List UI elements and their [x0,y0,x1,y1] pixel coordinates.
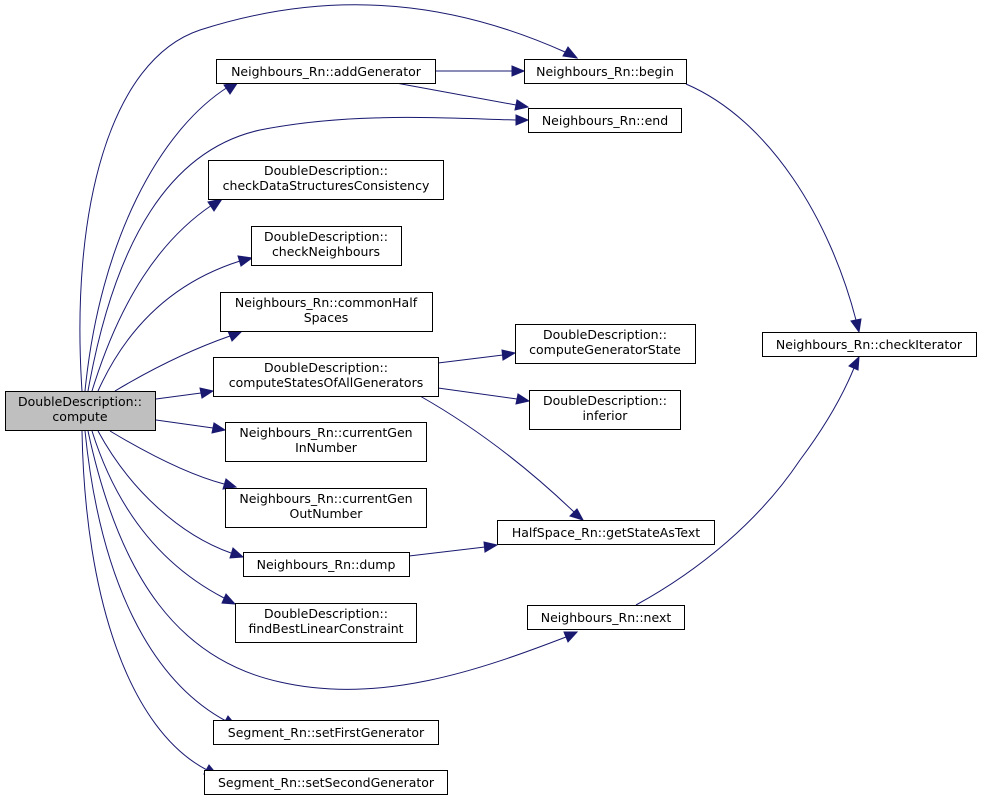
node-findBestLinearConstraint[interactable]: DoubleDescription:: findBestLinearConstr… [235,603,417,643]
node-computeStatesOfAllGenerators-label-2: computeStatesOfAllGenerators [229,375,423,390]
edge-compute-to-currentGenOutNumber [109,430,238,490]
node-getStateAsText-label: HalfSpace_Rn::getStateAsText [512,525,700,540]
node-checkIterator-label: Neighbours_Rn::checkIterator [776,337,963,352]
node-checkDataStructuresConsistency-label-2: checkDataStructuresConsistency [223,178,430,193]
edge-compute-to-currentGenInNumber [155,419,227,434]
node-currentGenInNumber-label-2: InNumber [295,440,358,455]
node-computeGeneratorState-label-1: DoubleDescription:: [543,327,667,342]
nodes: DoubleDescription:: compute Neighbours_R… [5,59,977,795]
node-checkDataStructuresConsistency[interactable]: DoubleDescription:: checkDataStructuresC… [208,160,444,200]
node-computeStatesOfAllGenerators[interactable]: DoubleDescription:: computeStatesOfAllGe… [213,357,439,397]
node-end-label: Neighbours_Rn::end [542,113,668,128]
node-end[interactable]: Neighbours_Rn::end [528,108,682,133]
node-checkIterator[interactable]: Neighbours_Rn::checkIterator [762,332,977,357]
node-dump[interactable]: Neighbours_Rn::dump [243,552,410,577]
node-findBestLinearConstraint-label-2: findBestLinearConstraint [248,621,403,636]
node-addGenerator[interactable]: Neighbours_Rn::addGenerator [216,59,436,84]
node-setSecondGenerator-label: Segment_Rn::setSecondGenerator [218,775,435,790]
node-computeGeneratorState[interactable]: DoubleDescription:: computeGeneratorStat… [515,324,696,364]
node-inferior[interactable]: DoubleDescription:: inferior [529,390,681,430]
edge-dump-to-getStateAsText [408,541,499,557]
edge-compute-to-checkDataStructuresConsistency [91,198,224,392]
node-next[interactable]: Neighbours_Rn::next [527,605,685,630]
node-checkNeighbours-label-2: checkNeighbours [272,244,380,259]
node-currentGenOutNumber[interactable]: Neighbours_Rn::currentGen OutNumber [225,488,427,528]
node-setFirstGenerator[interactable]: Segment_Rn::setFirstGenerator [213,720,439,745]
edge-compute-to-computeStatesOfAllGenerators [155,387,215,400]
edges [79,4,862,777]
node-currentGenInNumber[interactable]: Neighbours_Rn::currentGen InNumber [225,422,427,462]
node-checkNeighbours[interactable]: DoubleDescription:: checkNeighbours [251,226,402,266]
node-setFirstGenerator-label: Segment_Rn::setFirstGenerator [228,725,425,740]
node-checkNeighbours-label-1: DoubleDescription:: [264,229,388,244]
edge-addGenerator-to-begin [436,65,526,77]
edge-next-to-checkIterator [635,355,860,606]
node-begin-label: Neighbours_Rn::begin [536,64,674,79]
node-setSecondGenerator[interactable]: Segment_Rn::setSecondGenerator [204,770,448,795]
edge-addGenerator-to-end [395,82,530,111]
node-currentGenOutNumber-label-1: Neighbours_Rn::currentGen [239,491,412,506]
edge-compute-to-setFirstGenerator [84,430,239,728]
edge-begin-to-checkIterator [685,83,862,334]
node-compute[interactable]: DoubleDescription:: compute [5,391,156,431]
node-inferior-label-2: inferior [583,408,629,423]
node-dump-label: Neighbours_Rn::dump [257,557,396,572]
node-next-label: Neighbours_Rn::next [541,610,672,625]
node-currentGenOutNumber-label-2: OutNumber [290,506,364,521]
node-commonHalfSpaces-label-1: Neighbours_Rn::commonHalf [235,295,418,310]
node-computeGeneratorState-label-2: computeGeneratorState [529,342,681,357]
node-compute-label-1: DoubleDescription:: [18,394,142,409]
node-checkDataStructuresConsistency-label-1: DoubleDescription:: [264,163,388,178]
node-begin[interactable]: Neighbours_Rn::begin [524,59,687,84]
node-commonHalfSpaces-label-2: Spaces [304,310,349,325]
edge-computeStatesOfAllGenerators-to-getStateAsText [419,395,585,521]
node-commonHalfSpaces[interactable]: Neighbours_Rn::commonHalf Spaces [220,292,433,332]
node-findBestLinearConstraint-label-1: DoubleDescription:: [264,606,388,621]
node-currentGenInNumber-label-1: Neighbours_Rn::currentGen [239,425,412,440]
edge-compute-to-dump [97,430,245,559]
edge-computeStatesOfAllGenerators-to-inferior [437,387,531,405]
node-getStateAsText[interactable]: HalfSpace_Rn::getStateAsText [497,520,715,545]
node-compute-label-2: compute [52,409,107,424]
edge-compute-to-findBestLinearConstraint [91,430,237,605]
node-computeStatesOfAllGenerators-label-1: DoubleDescription:: [264,360,388,375]
edge-computeStatesOfAllGenerators-to-computeGeneratorState [437,349,517,364]
edge-compute-to-setSecondGenerator [81,430,220,777]
edge-compute-to-begin [79,4,579,392]
edge-compute-to-end [87,114,530,392]
edge-compute-to-checkNeighbours [97,255,254,392]
node-addGenerator-label: Neighbours_Rn::addGenerator [231,64,422,79]
node-inferior-label-1: DoubleDescription:: [543,393,667,408]
edge-compute-to-next [87,430,579,690]
